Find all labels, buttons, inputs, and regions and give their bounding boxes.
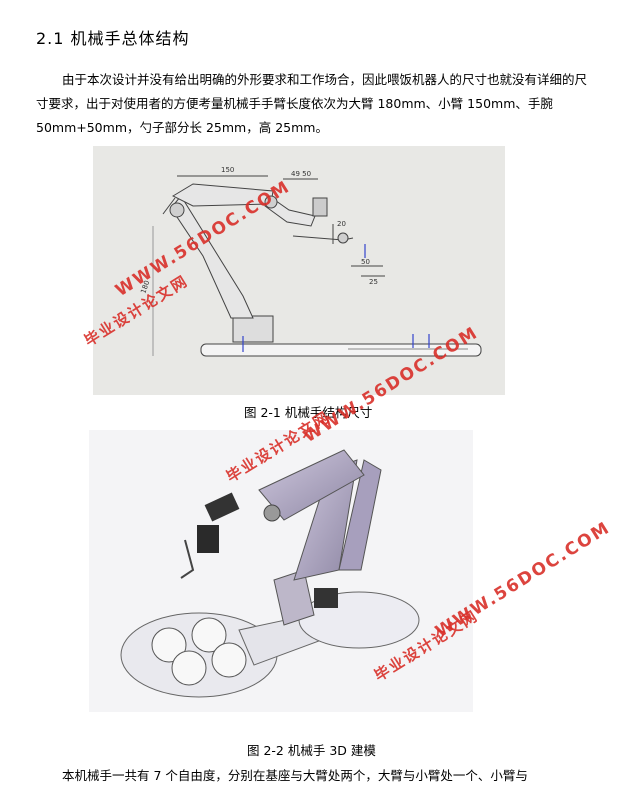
section-title: 2.1 机械手总体结构	[36, 29, 190, 48]
figure-dimension-drawing: 150 49 50 20 50 25 180	[93, 146, 505, 395]
dim-25: 25	[369, 278, 378, 286]
body-paragraph: 本机械手一共有 7 个自由度，分别在基座与大臂处两个，大臂与小臂处一个、小臂与	[62, 768, 528, 783]
dim-49-50: 49 50	[291, 170, 311, 178]
intro-paragraph: 由于本次设计并没有给出明确的外形要求和工作场合，因此喂饭机器人的尺寸也就没有详细…	[36, 72, 588, 135]
figure2-caption: 图 2-2 机械手 3D 建模	[247, 743, 376, 758]
dimension-drawing-svg: 150 49 50 20 50 25 180	[139, 166, 482, 357]
figure-3d-model	[89, 430, 473, 712]
dim-50: 50	[361, 258, 370, 266]
figure1-caption: 图 2-1 机械手结构尺寸	[244, 405, 373, 420]
3d-model-svg	[120, 449, 420, 698]
dim-20: 20	[337, 220, 346, 228]
dim-150: 150	[221, 166, 234, 174]
